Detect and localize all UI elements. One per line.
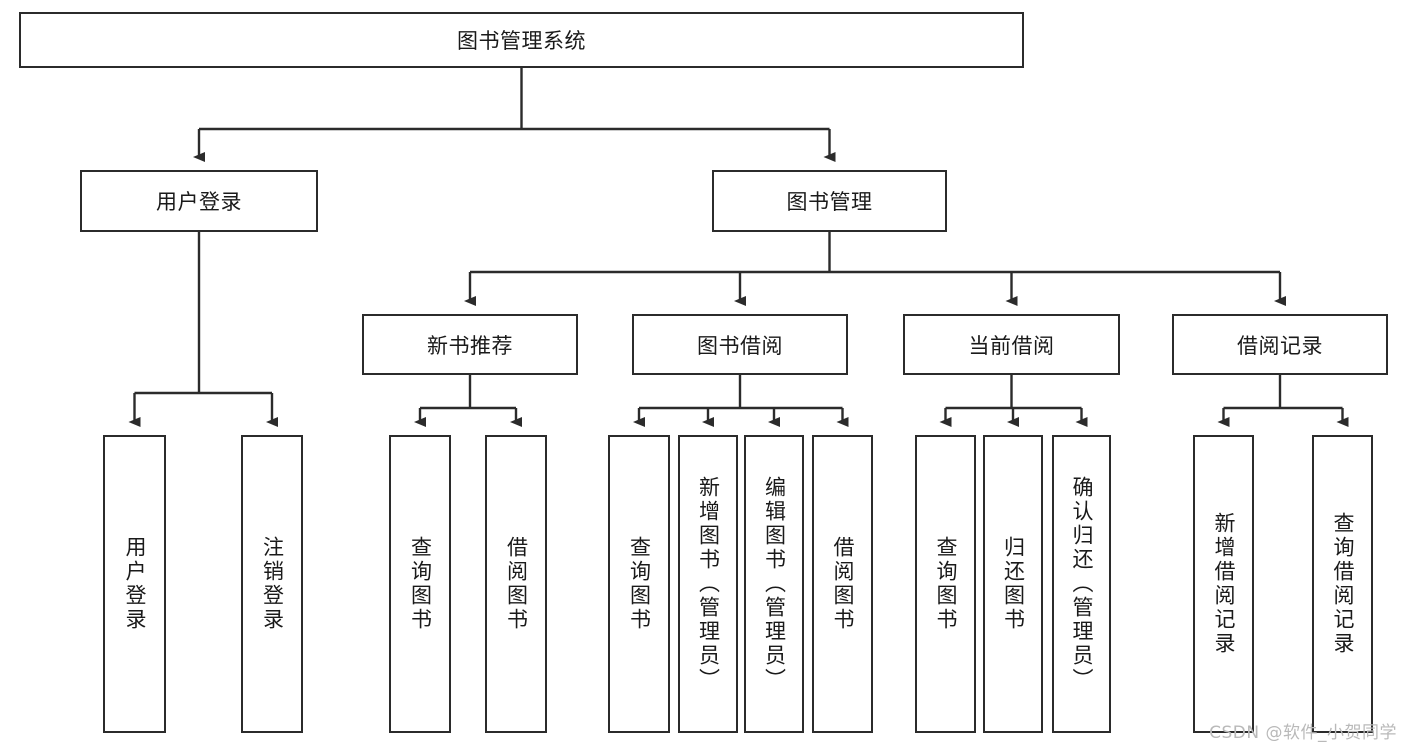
node-label: 查询图书 [627, 536, 652, 632]
node-book-borrow: 图书借阅 [632, 314, 848, 375]
node-label: 编辑图书（管理员） [762, 476, 787, 692]
node-label: 确认归还（管理员） [1070, 476, 1094, 692]
node-leaf-query-book-3: 查询图书 [915, 435, 976, 733]
node-book-management: 图书管理 [712, 170, 947, 232]
node-label: 借阅记录 [1237, 333, 1323, 358]
node-label: 用户登录 [123, 536, 147, 632]
node-leaf-user-login: 用户登录 [103, 435, 166, 733]
node-label: 查询借阅记录 [1331, 512, 1355, 656]
node-label: 查询图书 [934, 536, 958, 632]
node-leaf-query-record: 查询借阅记录 [1312, 435, 1373, 733]
node-user-login: 用户登录 [80, 170, 318, 232]
node-leaf-borrow-book-2: 借阅图书 [812, 435, 873, 733]
node-label: 查询图书 [408, 536, 433, 632]
node-current-borrow: 当前借阅 [903, 314, 1120, 375]
node-borrow-record: 借阅记录 [1172, 314, 1388, 375]
node-new-book-recommend: 新书推荐 [362, 314, 578, 375]
node-label: 新书推荐 [427, 333, 513, 358]
node-label: 归还图书 [1001, 536, 1026, 632]
node-label: 注销登录 [260, 536, 285, 632]
node-label: 新增借阅记录 [1212, 512, 1236, 656]
node-leaf-add-record: 新增借阅记录 [1193, 435, 1254, 733]
node-label: 用户登录 [156, 190, 242, 214]
node-leaf-query-book-1: 查询图书 [389, 435, 451, 733]
node-root: 图书管理系统 [19, 12, 1024, 68]
node-label: 新增图书（管理员） [696, 476, 721, 692]
node-label: 图书管理系统 [457, 29, 586, 53]
node-leaf-add-book: 新增图书（管理员） [678, 435, 738, 733]
node-leaf-user-logout: 注销登录 [241, 435, 303, 733]
node-leaf-return-book: 归还图书 [983, 435, 1043, 733]
node-label: 图书借阅 [697, 333, 783, 358]
node-leaf-borrow-book-1: 借阅图书 [485, 435, 547, 733]
node-leaf-edit-book: 编辑图书（管理员） [744, 435, 804, 733]
node-label: 图书管理 [786, 190, 873, 214]
node-label: 借阅图书 [504, 536, 529, 632]
node-label: 借阅图书 [831, 536, 855, 632]
node-leaf-query-book-2: 查询图书 [608, 435, 670, 733]
watermark-text: CSDN @软件_小贺同学 [1209, 723, 1397, 743]
node-label: 当前借阅 [968, 333, 1055, 358]
node-leaf-confirm-return: 确认归还（管理员） [1052, 435, 1111, 733]
